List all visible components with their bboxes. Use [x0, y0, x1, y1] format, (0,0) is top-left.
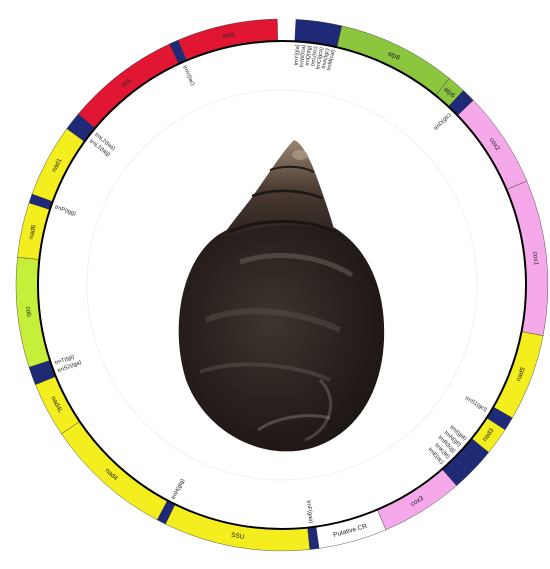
label-trnf-gaa: trnF(gaa): [305, 500, 314, 524]
label-trnp-tgg: trnP(tgg): [54, 204, 77, 217]
snail-shell-image: [179, 140, 384, 451]
label-trns1-gct: trnS1(gct): [464, 395, 488, 413]
label-cob: cob: [24, 306, 32, 318]
label-trnh-gtg: trnH(gtg): [171, 478, 186, 501]
label-trnd-gtc: trnD(gtc): [433, 112, 453, 132]
segment-ssu: [165, 504, 309, 551]
label-cox1: cox1: [531, 251, 539, 266]
trna-cluster-labels: trnY(gta)trnW(tca)trnQ(ttg)trnL(tcc)trnC…: [294, 44, 337, 71]
segment-atp8: [337, 26, 450, 96]
segment-rrnl: [78, 44, 179, 128]
segment-rrns: [178, 19, 278, 60]
segment-cob: [16, 257, 50, 367]
segment-nad4: [61, 421, 167, 519]
label-trnv-tac: trnV(tac): [181, 65, 195, 87]
